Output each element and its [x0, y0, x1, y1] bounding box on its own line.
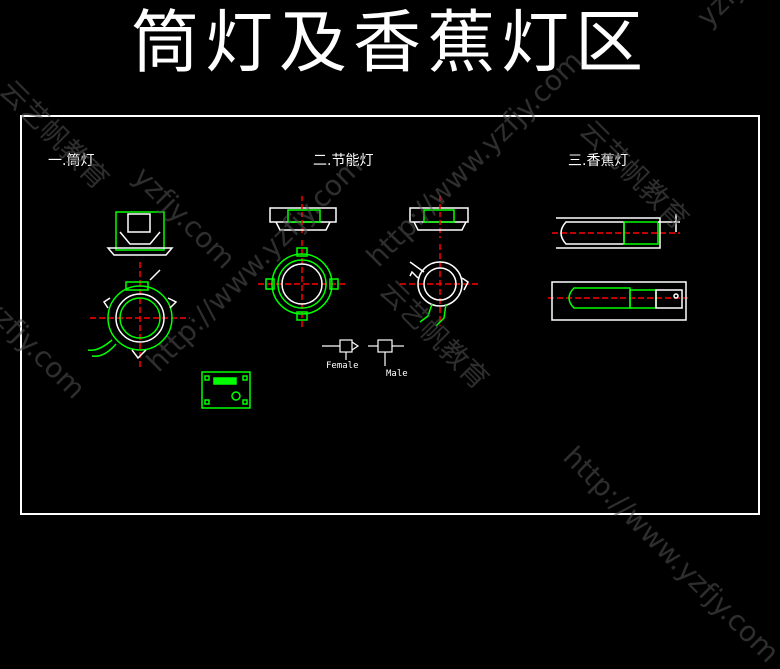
- section-label-energy-saving-lamp: 二.节能灯: [313, 153, 374, 169]
- drawing-border: [20, 115, 760, 515]
- section-label-banana-lamp: 三.香蕉灯: [568, 153, 629, 169]
- male-connector-label: Male: [386, 369, 408, 379]
- female-connector-label: Female: [326, 361, 359, 371]
- downlight-plan-view: [87, 262, 190, 368]
- energy-lamp-b-side-view: [409, 196, 469, 238]
- downlight-side-view: [106, 211, 174, 256]
- page-title: 筒灯及香蕉灯区: [130, 4, 649, 83]
- energy-lamp-a-side-view: [269, 196, 337, 236]
- cad-drawing: Female Male: [87, 196, 688, 409]
- energy-lamp-a-plan-view: [258, 240, 348, 330]
- female-connector: [322, 339, 360, 360]
- section-label-downlight: 一.筒灯: [48, 153, 95, 169]
- male-connector: [368, 339, 404, 366]
- banana-lamp-plan-view: [548, 281, 688, 321]
- banana-lamp-side-view: [552, 214, 680, 249]
- downlight-junction-box: [201, 371, 251, 409]
- energy-lamp-b-plan-view: [400, 244, 480, 327]
